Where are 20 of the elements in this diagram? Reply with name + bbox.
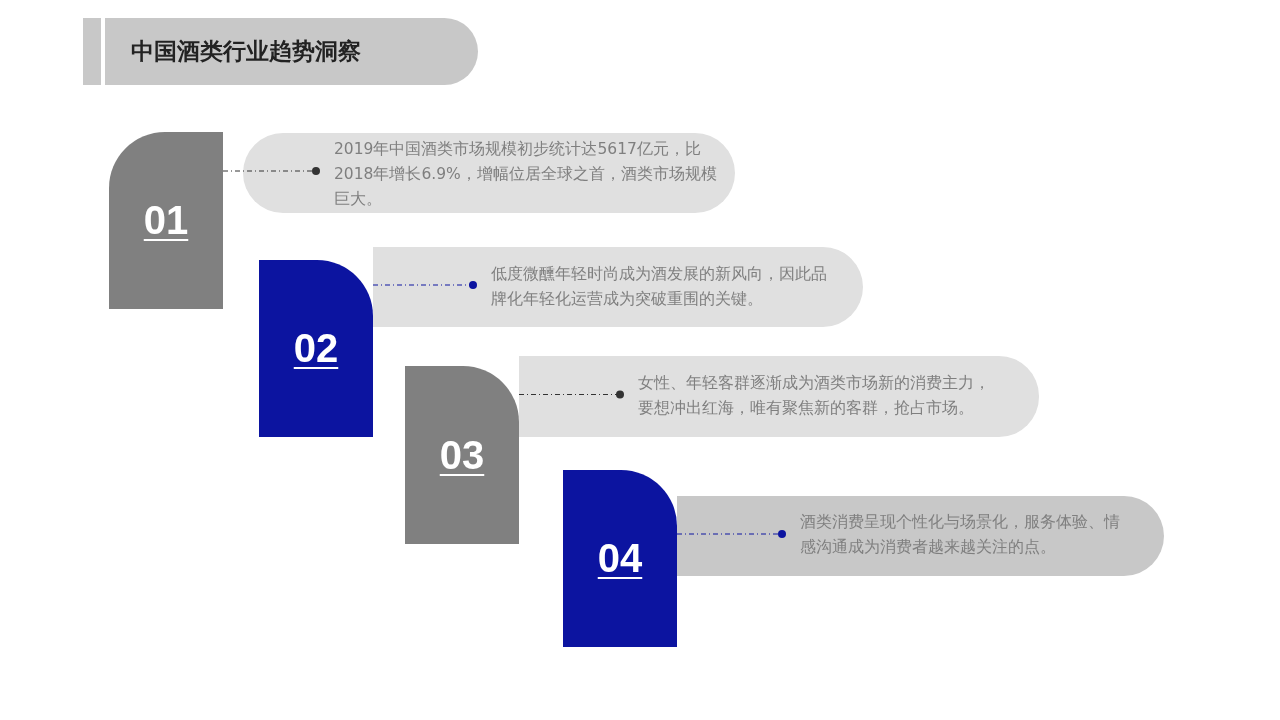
step-number: 02 <box>293 326 339 371</box>
description-text: 低度微醺年轻时尚成为酒发展的新风向，因此品牌化年轻化运营成为突破重围的关键。 <box>491 264 828 310</box>
description-text: 2019年中国酒类市场规模初步统计达5617亿元，比2018年增长6.9%，增幅位居全球之首，酒类市场规模巨大。 <box>334 139 718 210</box>
text-pill <box>677 496 1164 576</box>
leader-line <box>518 390 624 399</box>
leader-line <box>222 167 320 175</box>
number-tab <box>109 132 223 309</box>
description-text: 酒类消费呈现个性化与场景化，服务体验、情感沟通成为消费者越来越关注的点。 <box>800 512 1121 558</box>
number-tab <box>405 366 519 544</box>
number-tab <box>259 260 373 437</box>
leader-line <box>372 281 477 289</box>
number-tab <box>563 470 677 647</box>
step-number: 03 <box>439 432 485 478</box>
step-number: 04 <box>597 536 643 581</box>
text-pill <box>373 247 863 327</box>
slide-title: 中国酒类行业趋势洞察 <box>131 37 361 66</box>
text-pill <box>519 356 1039 437</box>
step-number: 01 <box>143 198 189 243</box>
leader-line <box>676 530 786 538</box>
description-text: 女性、年轻客群逐渐成为酒类市场新的消费主力，要想冲出红海，唯有聚焦新的客群，抢占市场。 <box>638 373 991 419</box>
